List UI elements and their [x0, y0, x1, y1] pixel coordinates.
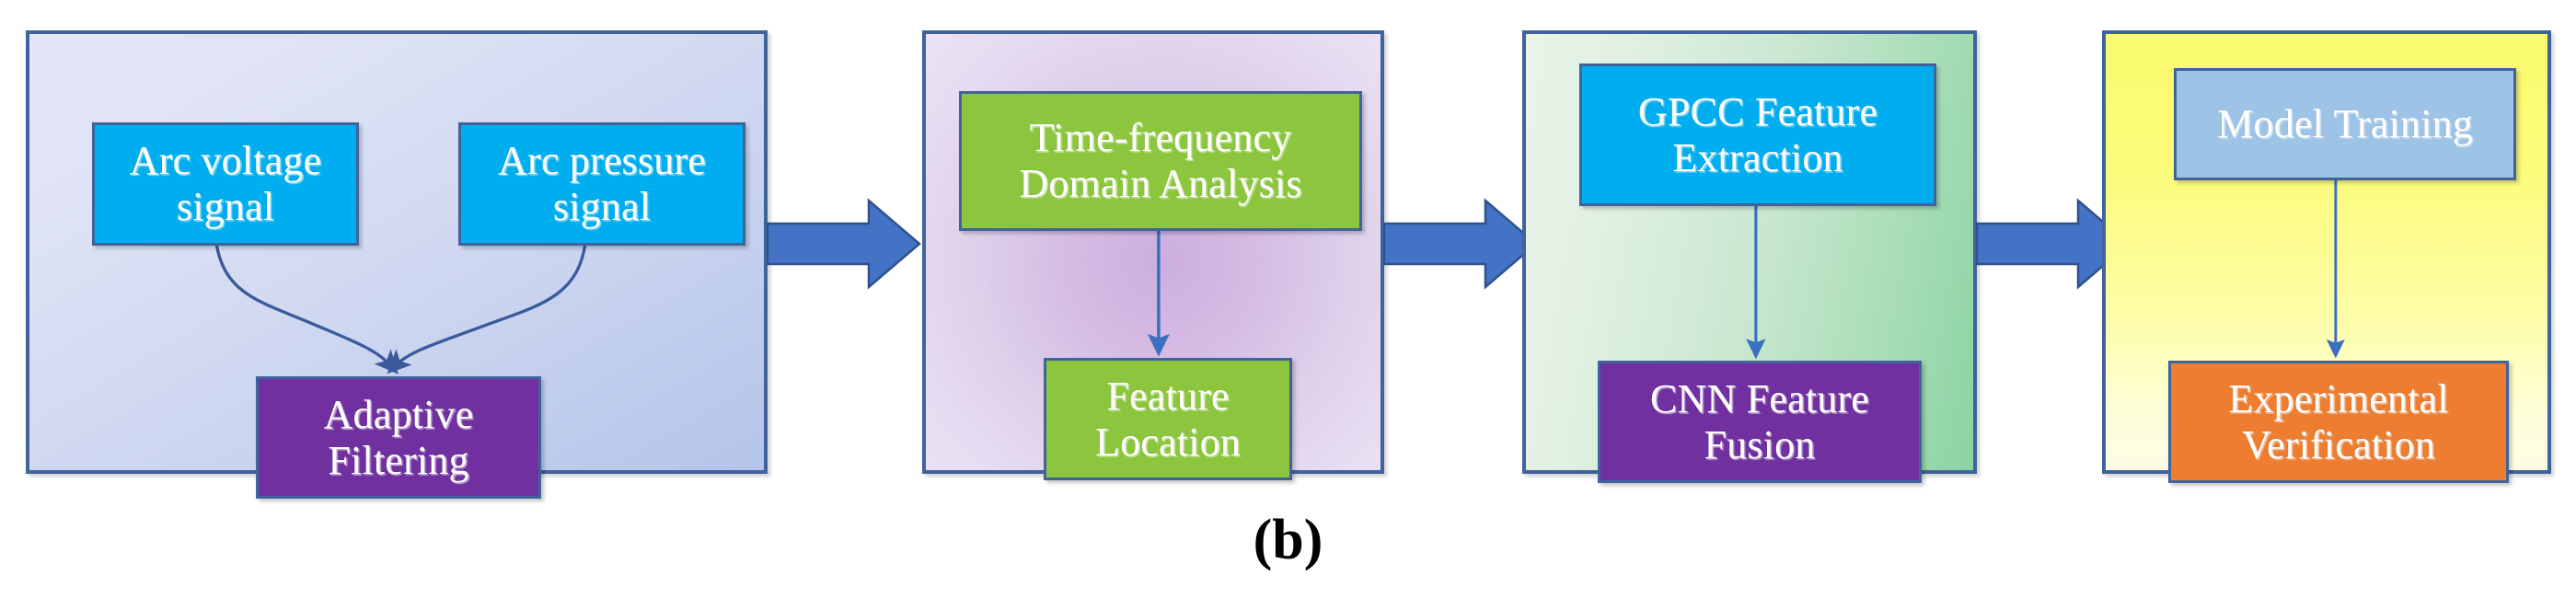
node-arc-pressure-signal[interactable]: Arc pressure signal [458, 122, 745, 246]
stage-panel-signal-acquisition-and-filtering: Arc voltage signal Arc pressure signal A… [26, 30, 768, 499]
block-arrow-icon [766, 198, 921, 290]
node-label: GPCC Feature Extraction [1637, 88, 1878, 180]
figure-caption: (b) [0, 508, 2576, 573]
node-arc-voltage-signal[interactable]: Arc voltage signal [92, 122, 359, 246]
node-model-training[interactable]: Model Training [2174, 68, 2516, 180]
node-cnn-feature-fusion[interactable]: CNN Feature Fusion [1598, 361, 1922, 483]
node-adaptive-filtering[interactable]: Adaptive Filtering [256, 376, 541, 499]
block-arrow-icon [1382, 198, 1538, 290]
node-label: Feature Location [1095, 373, 1241, 465]
node-label: Model Training [2217, 101, 2473, 147]
stage-panel-time-frequency-analysis: Time-frequency Domain Analysis Feature L… [922, 30, 1384, 480]
node-feature-location[interactable]: Feature Location [1044, 358, 1292, 480]
connector-arc-voltage-to-adaptive-filtering [214, 242, 399, 374]
node-label: CNN Feature Fusion [1649, 375, 1870, 467]
node-label: Experimental Verification [2228, 375, 2449, 467]
arrow-stage2-to-stage3 [1382, 194, 1539, 293]
node-time-frequency-domain-analysis[interactable]: Time-frequency Domain Analysis [959, 91, 1362, 231]
figure-caption-label: (b) [1253, 509, 1323, 571]
node-experimental-verification[interactable]: Experimental Verification [2168, 361, 2509, 483]
node-gpcc-feature-extraction[interactable]: GPCC Feature Extraction [1579, 63, 1936, 206]
node-label: Adaptive Filtering [323, 391, 474, 483]
connector-arc-pressure-to-adaptive-filtering [387, 242, 587, 374]
stage-panel-training-and-verification: Model Training Experimental Verification [2102, 30, 2551, 483]
stage-panel-feature-extraction-and-fusion: GPCC Feature Extraction CNN Feature Fusi… [1522, 30, 1977, 483]
arrow-stage1-to-stage2 [766, 194, 922, 293]
node-label: Arc voltage signal [129, 138, 322, 229]
node-label: Arc pressure signal [498, 138, 706, 229]
node-label: Time-frequency Domain Analysis [1019, 115, 1302, 206]
